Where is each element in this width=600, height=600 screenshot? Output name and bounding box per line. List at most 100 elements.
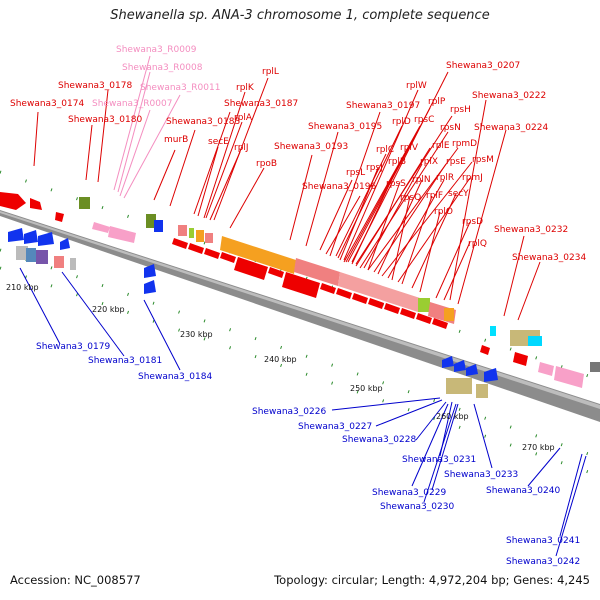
gene-label: Shewana3_0229 xyxy=(372,488,446,498)
gene-label: Shewana3_0234 xyxy=(512,253,586,263)
gene-label: rpsD xyxy=(462,217,483,227)
gene-label: Shewana3_R0007 xyxy=(92,99,172,109)
gene-arrow-red xyxy=(55,212,64,222)
gene-arrow-blue xyxy=(454,360,466,372)
gene-label: rplF xyxy=(426,191,443,201)
gene-label: Shewana3_0241 xyxy=(506,536,580,546)
gene-label: rpsC xyxy=(414,115,434,125)
gene-label: rpoB xyxy=(256,159,277,169)
forward-features xyxy=(0,192,600,388)
rna-arrow-pink xyxy=(554,366,584,388)
gene-label: Shewana3_0242 xyxy=(506,557,580,567)
gene-label: rpsQ xyxy=(400,193,421,203)
gene-box-tan xyxy=(476,384,488,398)
gene-label: Shewana3_0224 xyxy=(474,123,548,133)
gene-box-green xyxy=(189,228,194,238)
gene-label: rpsE xyxy=(446,157,466,167)
gene-label: rplN xyxy=(412,175,431,185)
gene-label: Shewana3_0222 xyxy=(472,91,546,101)
topology-label: Topology: circular; Length: 4,972,204 bp… xyxy=(274,573,590,587)
tick-label: 270 kbp xyxy=(522,443,555,452)
gene-box-steel xyxy=(26,248,36,262)
gene-arrow-blue xyxy=(484,368,498,382)
rpoB-gene-orange xyxy=(220,236,296,274)
rna-arrow-pink xyxy=(538,362,554,376)
gene-box-orange xyxy=(196,230,204,242)
gene-label: Shewana3_R0011 xyxy=(140,83,220,93)
gene-label: Shewana3_0174 xyxy=(10,99,84,109)
label-leader-lines xyxy=(19,55,587,557)
gene-box-gray xyxy=(16,246,28,260)
gene-label: rplB xyxy=(388,157,406,167)
gene-label: rpsM xyxy=(472,155,494,165)
gene-label: Shewana3_0196 xyxy=(302,182,376,192)
gene-label: rplJ xyxy=(234,143,249,153)
gene-box-gray xyxy=(70,258,76,270)
gene-label: rpsS xyxy=(386,179,406,189)
gene-label: rplO xyxy=(434,207,453,217)
gene-label: rplV xyxy=(400,143,419,153)
gene-label: Shewana3_0193 xyxy=(274,142,348,152)
gene-arrow-blue xyxy=(144,264,156,278)
gene-label: rpsN xyxy=(440,123,461,133)
gene-label: rplE xyxy=(432,141,450,151)
gene-arrow-blue xyxy=(144,280,156,294)
gene-label: rpmD xyxy=(452,139,477,149)
gene-label: Shewana3_0240 xyxy=(486,486,560,496)
gene-box-cyan xyxy=(490,326,496,336)
tick-label: 220 kbp xyxy=(92,305,125,314)
gene-box-gray xyxy=(590,362,600,372)
gene-label: Shewana3_0231 xyxy=(402,455,476,465)
tick-label: 210 kbp xyxy=(6,283,39,292)
gene-arrow-blue xyxy=(38,232,54,246)
gene-label: Shewana3_0228 xyxy=(342,435,416,445)
gene-box-cyan xyxy=(528,336,542,346)
gene-box-purple xyxy=(36,250,48,264)
gene-label: rplP xyxy=(428,97,446,107)
gene-label: Shewana3_R0009 xyxy=(116,45,197,55)
gene-arrow-blue xyxy=(442,356,454,368)
gene-label: rplX xyxy=(420,157,438,167)
gene-box-olive xyxy=(146,214,156,228)
gene-label: rplD xyxy=(392,117,411,127)
ribosomal-cluster xyxy=(294,258,340,286)
gene-arrow-blue xyxy=(466,364,478,376)
accession-label: Accession: NC_008577 xyxy=(10,573,141,587)
gene-label: Shewana3_0227 xyxy=(298,422,372,432)
gene-arrow-red xyxy=(0,192,26,210)
tick-label: 260 kbp xyxy=(436,412,469,421)
bottom-gene-labels: Shewana3_0179 Shewana3_0181 Shewana3_018… xyxy=(36,342,580,567)
forward-arrow-row xyxy=(172,238,448,329)
gene-label: Shewana3_0179 xyxy=(36,342,110,352)
ribosomal-cluster xyxy=(338,272,420,312)
tick-label: 230 kbp xyxy=(180,330,213,339)
gene-box-orange xyxy=(444,308,454,321)
gene-box-olive xyxy=(79,197,90,209)
gene-label: rplA xyxy=(234,113,253,123)
gene-label: rpsH xyxy=(450,105,471,115)
rna-arrow-pink xyxy=(108,226,136,243)
reverse-features xyxy=(8,228,498,398)
tick-label: 250 kbp xyxy=(350,384,383,393)
top-gene-labels: Shewana3_R0009 Shewana3_R0008 Shewana3_R… xyxy=(10,45,586,263)
gene-label: Shewana3_0184 xyxy=(138,372,212,382)
gene-label: rplC xyxy=(376,145,394,155)
gene-label: rplR xyxy=(436,173,454,183)
diagram-title: Shewanella sp. ANA-3 chromosome 1, compl… xyxy=(110,8,490,23)
gene-arrow-blue xyxy=(8,228,24,242)
gene-label: rpsJ xyxy=(366,163,383,173)
gene-label: Shewana3_0197 xyxy=(346,101,420,111)
gene-label: Shewana3_0207 xyxy=(446,61,520,71)
gene-label: rpsL xyxy=(346,168,365,178)
tick-label: 240 kbp xyxy=(264,355,297,364)
gene-label: Shewana3_R0008 xyxy=(122,63,203,73)
gene-box-blue xyxy=(154,220,163,232)
gene-label: Shewana3_0233 xyxy=(444,470,518,480)
gene-label: Shewana3_0230 xyxy=(380,502,454,512)
gene-label: rplK xyxy=(236,83,255,93)
gene-label: Shewana3_0183 xyxy=(166,117,240,127)
gene-box-pink xyxy=(205,233,213,243)
gene-label: secE xyxy=(208,137,229,147)
gene-label: rplL xyxy=(262,67,279,77)
